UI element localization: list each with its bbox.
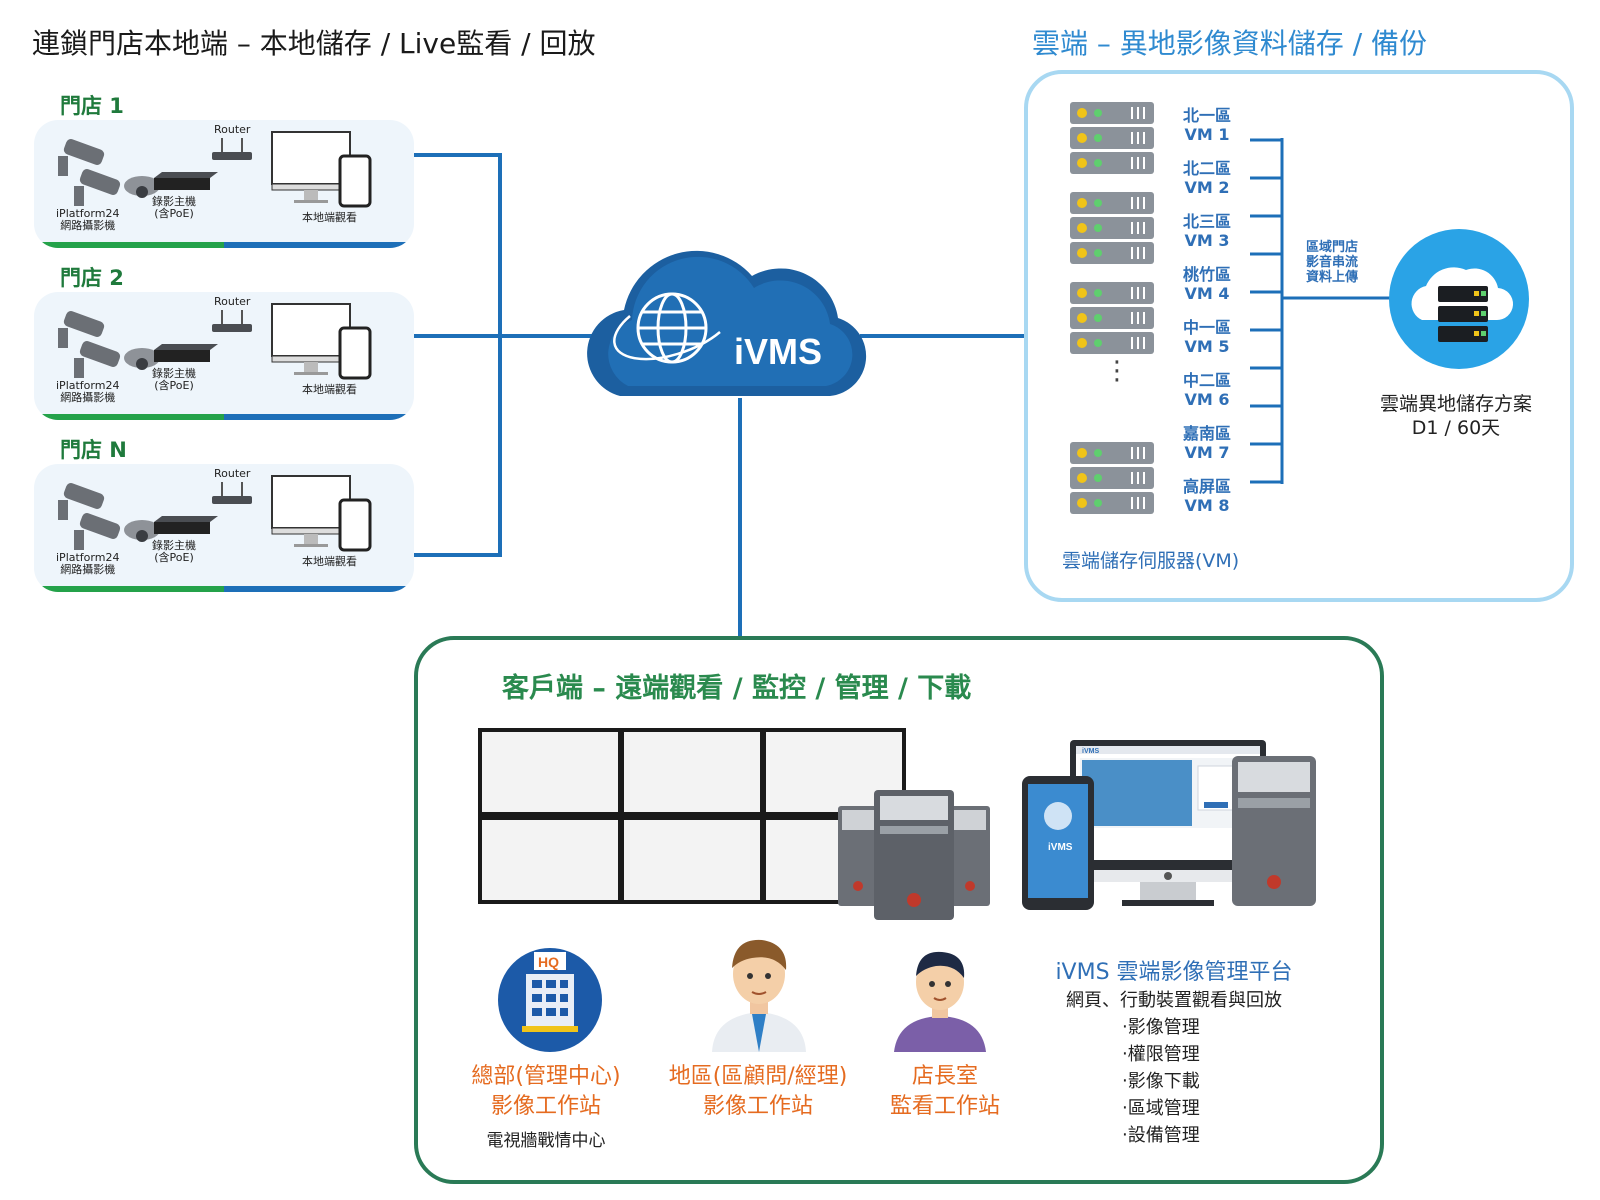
- router-label: Router: [214, 295, 251, 308]
- platform-feature-list: ‧影像管理 ‧權限管理 ‧影像下載 ‧區域管理 ‧設備管理: [1122, 1014, 1200, 1149]
- hq-role-label: 總部(管理中心)影像工作站: [471, 1064, 621, 1119]
- cloud-section-title: 雲端 – 異地影像資料儲存 / 備份: [1032, 27, 1428, 60]
- workstation-towers: [838, 790, 990, 920]
- client-panel: [414, 636, 1384, 1184]
- ip-camera-icon: [58, 139, 160, 206]
- store-link-bus: [414, 153, 502, 557]
- upload-note: 區域門店 影音串流 資料上傳: [1306, 240, 1359, 285]
- monitor-icon: [271, 303, 372, 380]
- nvr-icon: [154, 516, 218, 534]
- router-icon: [212, 482, 252, 504]
- viewer-label: 本地端觀看: [302, 211, 357, 224]
- ivms-cloud-hub: iVMS: [587, 250, 867, 396]
- offsite-storage-icon: [1389, 229, 1529, 369]
- nvr-label: 錄影主機 (含PoE): [152, 195, 196, 220]
- video-wall: [478, 728, 906, 904]
- client-title: 客戶端 – 遠端觀看 / 監控 / 管理 / 下載: [502, 673, 972, 704]
- ip-camera-icon: [58, 311, 160, 378]
- store-n-label: 門店 N: [60, 438, 127, 462]
- router-label: Router: [214, 123, 251, 136]
- platform-tower-icon: [1232, 756, 1316, 906]
- store-manager-avatar: [894, 951, 986, 1052]
- store-n-panel: iPlatform24 網路攝影機 錄影主機 (含PoE) Router 本地端…: [34, 464, 414, 592]
- ip-camera-icon: [58, 483, 160, 550]
- hq-role-sub: 電視牆戰情中心: [486, 1131, 606, 1151]
- vm-bus-lines: [1250, 138, 1396, 484]
- ivms-hub-label: iVMS: [734, 331, 822, 372]
- feature-item: ‧設備管理: [1122, 1125, 1200, 1146]
- server-caption: 雲端儲存伺服器(VM): [1062, 550, 1240, 572]
- regional-manager-avatar: [712, 939, 806, 1052]
- hq-building-icon: HQ: [498, 948, 602, 1052]
- platform-title: iVMS 雲端影像管理平台: [1055, 960, 1293, 985]
- platform-subtitle: 網頁、行動裝置觀看與回放: [1066, 990, 1282, 1011]
- regional-role-label: 地區(區顧問/經理)影像工作站: [668, 1064, 848, 1119]
- router-icon: [212, 138, 252, 160]
- feature-item: ‧區域管理: [1122, 1098, 1200, 1119]
- nvr-icon: [154, 344, 218, 362]
- store-2-label: 門店 2: [60, 266, 124, 290]
- monitor-icon: [271, 131, 372, 208]
- store-1-label: 門店 1: [60, 94, 124, 118]
- server-icon: [1438, 286, 1488, 342]
- cloud-storage-panel: [1024, 70, 1574, 602]
- ivms-platform-devices: iVMS iVMS: [1022, 740, 1316, 910]
- phone-brand: iVMS: [1048, 842, 1073, 853]
- feature-item: ‧影像下載: [1122, 1071, 1200, 1092]
- hq-badge: HQ: [538, 954, 559, 970]
- router-icon: [212, 310, 252, 332]
- nvr-label: 錄影主機 (含PoE): [152, 539, 196, 564]
- phone-icon: iVMS: [1022, 776, 1094, 910]
- vm-server-racks: [1070, 101, 1155, 515]
- monitor-icon: [271, 475, 372, 552]
- nvr-label: 錄影主機 (含PoE): [152, 367, 196, 392]
- local-section-title: 連鎖門店本地端 – 本地儲存 / Live監看 / 回放: [32, 27, 596, 60]
- router-label: Router: [214, 467, 251, 480]
- viewer-label: 本地端觀看: [302, 383, 357, 396]
- store-2-panel: iPlatform24 網路攝影機 錄影主機 (含PoE) Router 本地端…: [34, 292, 414, 420]
- camera-label: iPlatform24 網路攝影機: [56, 551, 120, 576]
- viewer-label: 本地端觀看: [302, 555, 357, 568]
- store-1-panel: iPlatform24 網路攝影機 錄影主機 (含PoE) Router 本地端…: [34, 120, 414, 248]
- camera-label: iPlatform24 網路攝影機: [56, 379, 120, 404]
- ellipsis-dots: ⋮: [1104, 356, 1130, 386]
- screen-brand: iVMS: [1082, 748, 1099, 755]
- nvr-icon: [154, 172, 218, 190]
- camera-label: iPlatform24 網路攝影機: [56, 207, 120, 232]
- store-manager-role-label: 店長室監看工作站: [889, 1064, 1000, 1119]
- feature-item: ‧權限管理: [1122, 1044, 1200, 1065]
- globe-icon: [613, 292, 721, 364]
- feature-item: ‧影像管理: [1122, 1017, 1200, 1038]
